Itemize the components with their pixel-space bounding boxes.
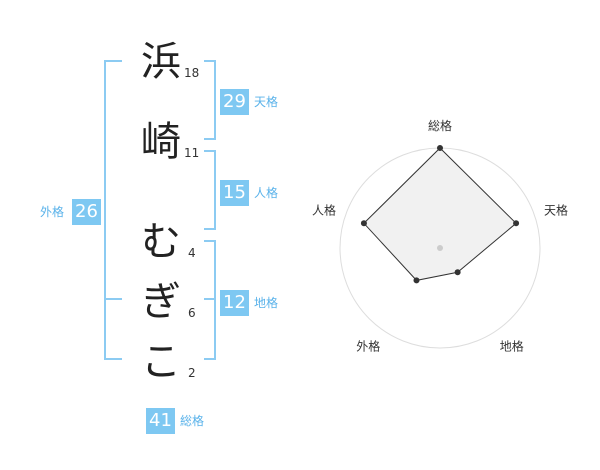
- gaikaku-bracket: [104, 60, 122, 360]
- jinkaku-label: 人格: [254, 186, 279, 200]
- tenkaku-label: 天格: [254, 95, 279, 109]
- chikaku-value: 12: [220, 290, 249, 316]
- name-char-4: ぎ: [141, 279, 181, 325]
- stroke-count-4: 6: [188, 306, 196, 320]
- gaikaku-tick: [104, 298, 122, 300]
- radar-point: [513, 220, 520, 227]
- chikaku-tick: [204, 298, 216, 300]
- gaikaku-label: 外格: [40, 205, 65, 219]
- stroke-count-2: 11: [184, 146, 200, 160]
- radar-point: [454, 269, 461, 276]
- soukaku-label: 総格: [180, 414, 205, 428]
- radar-axis-label: 外格: [356, 339, 380, 354]
- radar-point: [360, 220, 367, 227]
- radar-axis-label: 天格: [544, 202, 568, 217]
- gaikaku-value: 26: [72, 199, 101, 225]
- soukaku-value: 41: [146, 408, 175, 434]
- name-char-5: こ: [141, 339, 181, 385]
- stroke-count-1: 18: [184, 66, 200, 80]
- chikaku-label: 地格: [254, 296, 279, 310]
- radar-center-dot: [437, 245, 443, 251]
- radar-point: [413, 277, 420, 284]
- radar-axis-label: 地格: [500, 339, 524, 354]
- name-char-2: 崎: [141, 119, 181, 165]
- radar-polygon: [363, 147, 517, 281]
- chikaku-bracket: [204, 240, 216, 360]
- stroke-count-3: 4: [188, 246, 196, 260]
- stroke-count-5: 2: [188, 366, 196, 380]
- name-char-3: む: [141, 219, 181, 265]
- radar-axis-label: 総格: [428, 118, 452, 133]
- jinkaku-bracket: [204, 150, 216, 230]
- tenkaku-bracket: [204, 60, 216, 140]
- radar-axis-label: 人格: [312, 202, 336, 217]
- tenkaku-value: 29: [220, 89, 249, 115]
- name-char-1: 浜: [141, 39, 181, 85]
- jinkaku-value: 15: [220, 180, 249, 206]
- radar-point: [437, 145, 443, 151]
